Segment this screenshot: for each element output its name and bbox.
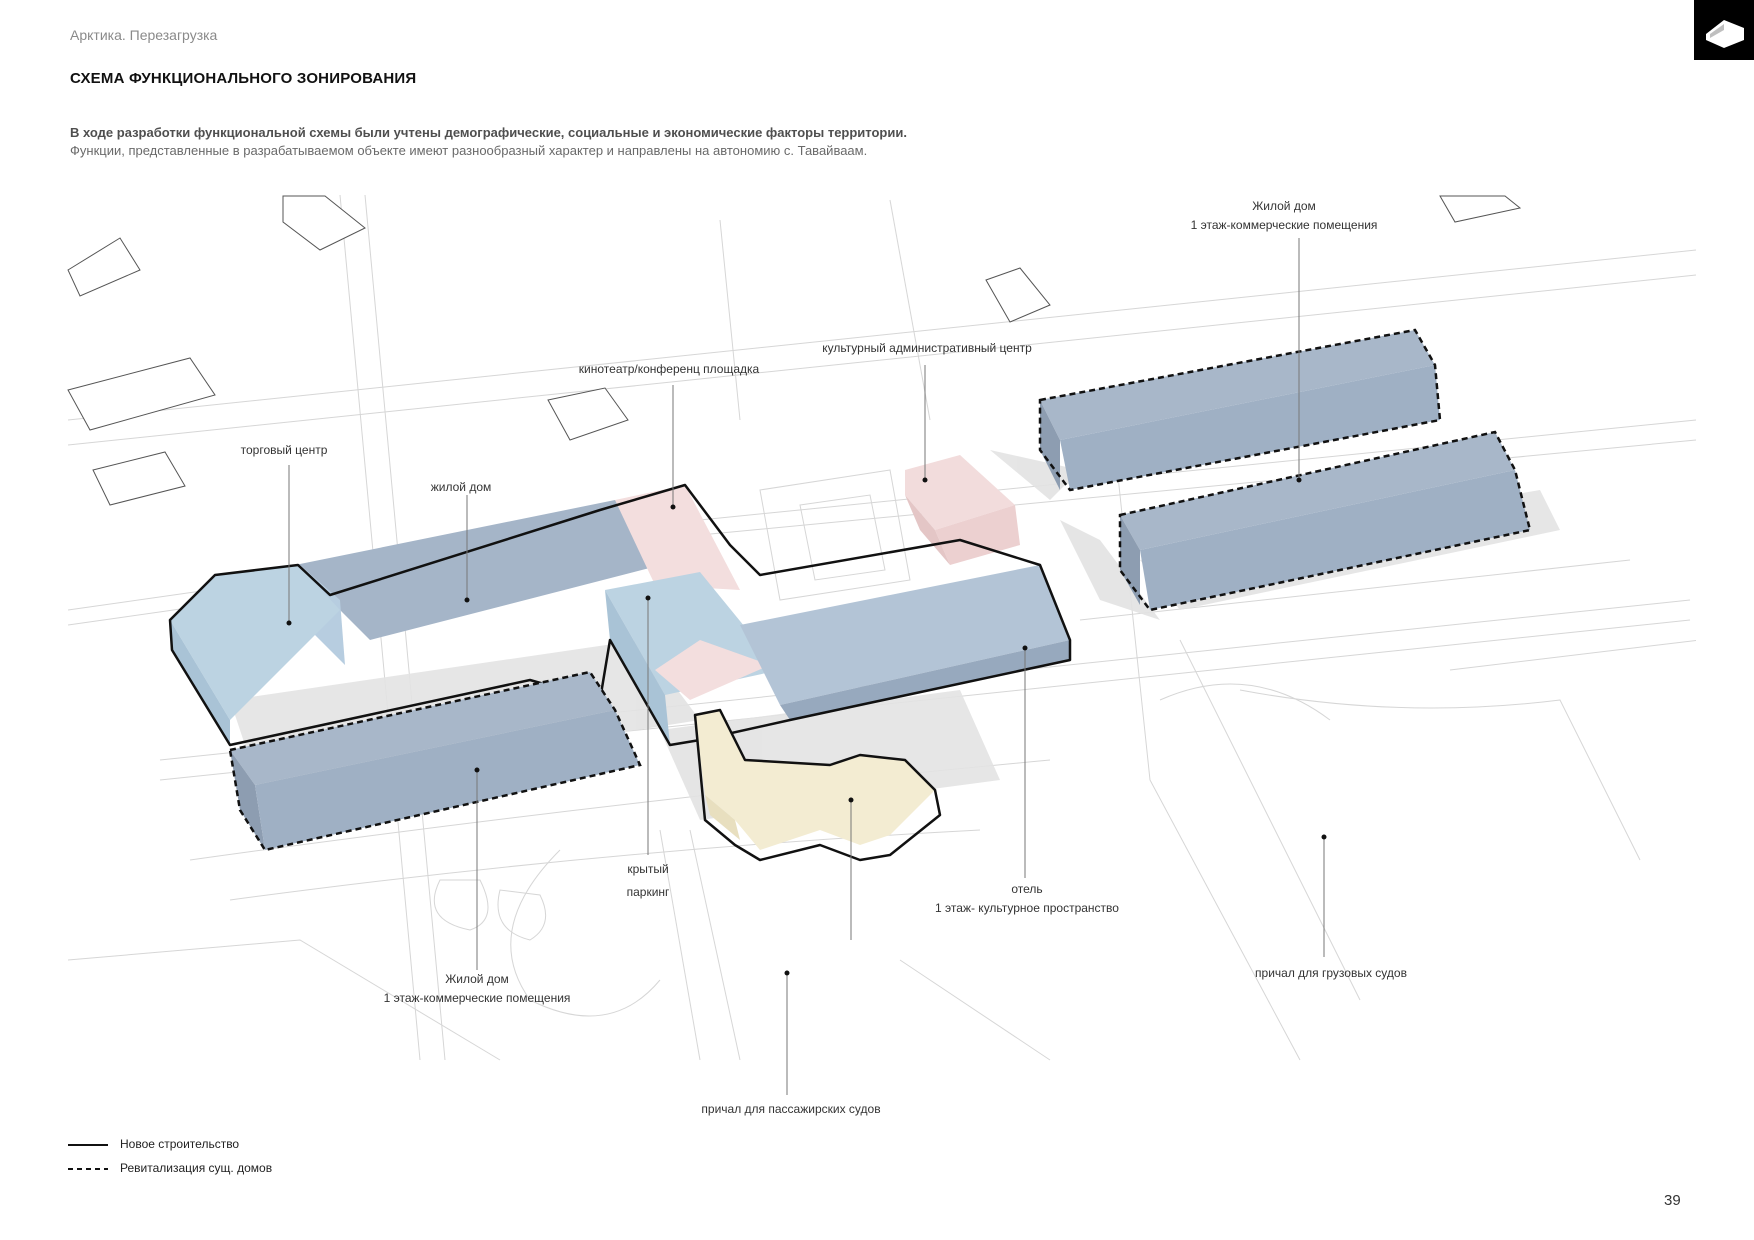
label-parking-line1: крытый [627, 862, 669, 876]
legend-revitalization-label: Ревитализация сущ. домов [120, 1161, 273, 1175]
label-cinema: кинотеатр/конференц площадка [578, 362, 760, 376]
label-parking-line2: паркинг [626, 885, 670, 899]
label-hotel: отель 1 этаж- культурное пространство [935, 880, 1119, 918]
label-residential-top-right: Жилой дом 1 этаж-коммерческие помещения [1191, 197, 1378, 235]
intro-bold: В ходе разработки функциональной схемы б… [70, 125, 907, 140]
residential-building-top-right-2 [1118, 430, 1532, 612]
label-residential-bottom-line2: 1 этаж-коммерческие помещения [383, 991, 571, 1005]
label-residential-top-right-line2: 1 этаж-коммерческие помещения [1190, 218, 1378, 232]
label-shopping: торговый центр [240, 443, 328, 457]
legend-new-construction-label: Новое строительство [120, 1137, 240, 1151]
pavilion-building [693, 708, 942, 862]
label-residential-main: жилой дом [430, 480, 492, 494]
solid-line-icon [68, 1143, 108, 1146]
leader-dots [286, 477, 1327, 976]
label-hotel-line2: 1 этаж- культурное пространство [935, 901, 1119, 915]
residential-building-bottom [228, 670, 642, 852]
residential-building-top-right-1 [1038, 328, 1442, 492]
label-cultural-admin: культурный административный центр [822, 341, 1032, 355]
label-hotel-line1: отель [1011, 882, 1043, 896]
building-logo-icon [1706, 20, 1744, 48]
context-buildings [67, 195, 1522, 506]
main-complex [168, 483, 1072, 747]
label-residential-bottom-line1: Жилой дом [445, 972, 509, 986]
page-number: 39 [1664, 1192, 1681, 1209]
legend-new-construction: Новое строительство [68, 1137, 239, 1151]
page-title: СХЕМА ФУНКЦИОНАЛЬНОГО ЗОНИРОВАНИЯ [70, 70, 417, 87]
legend-revitalization: Ревитализация сущ. домов [68, 1161, 272, 1175]
label-parking: крытый паркинг [627, 860, 670, 902]
label-passenger-pier: причал для пассажирских судов [701, 1102, 881, 1116]
dashed-line-icon [68, 1167, 108, 1170]
project-name: Арктика. Перезагрузка [70, 27, 218, 43]
label-cargo-pier: причал для грузовых судов [1255, 966, 1407, 980]
intro-text: Функции, представленные в разрабатываемо… [70, 143, 868, 158]
label-residential-top-right-line1: Жилой дом [1252, 199, 1316, 213]
label-residential-bottom: Жилой дом 1 этаж-коммерческие помещения [384, 970, 571, 1008]
intro-paragraph: В ходе разработки функциональной схемы б… [70, 124, 1370, 160]
corner-logo [1694, 0, 1754, 60]
leader-lines [288, 238, 1325, 1095]
cultural-admin-building [905, 455, 1020, 565]
